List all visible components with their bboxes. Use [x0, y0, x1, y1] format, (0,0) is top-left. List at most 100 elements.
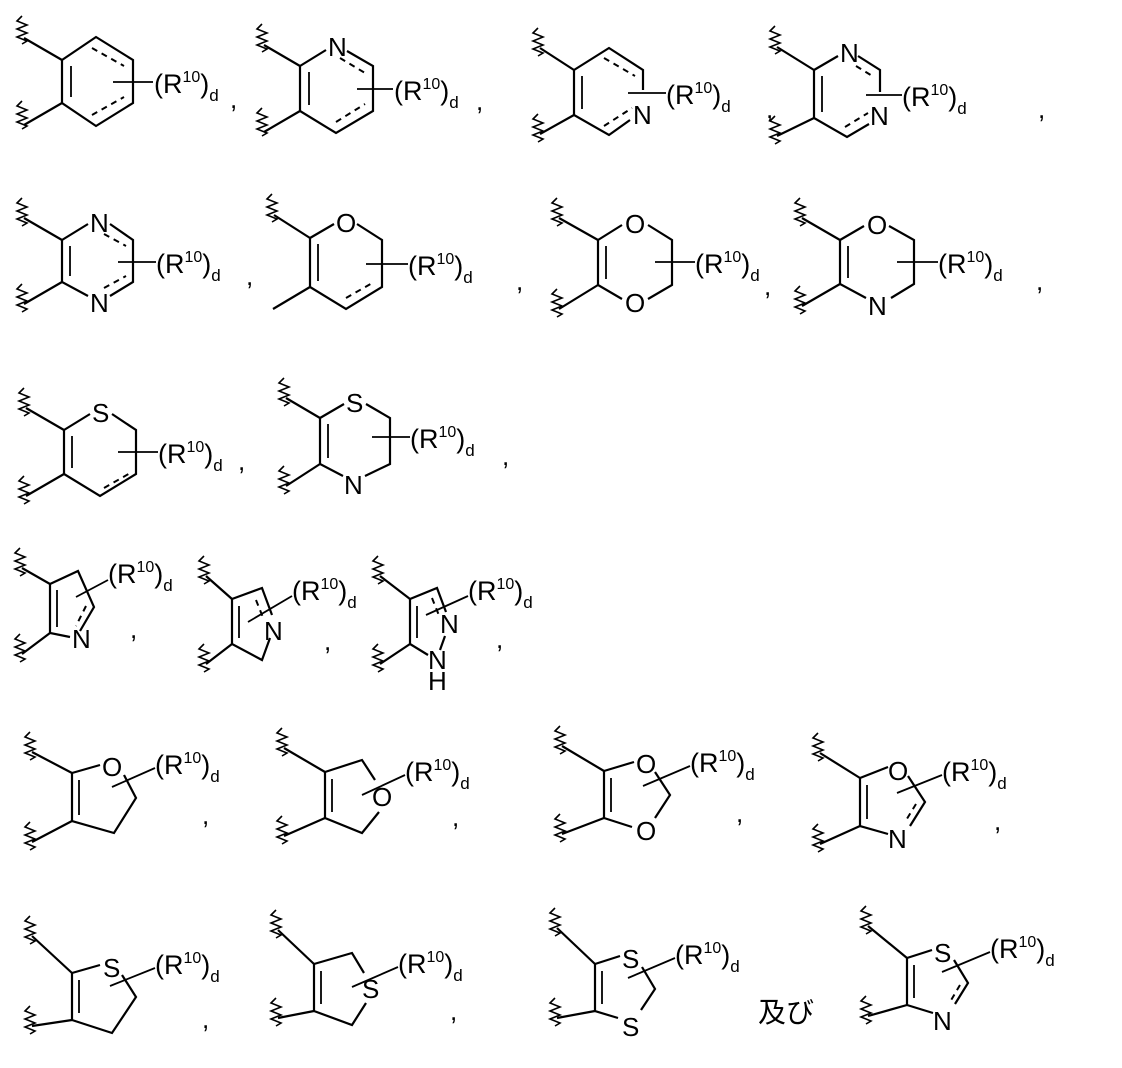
wavy-attachment-icon [24, 1005, 36, 1035]
wavy-attachment-icon [812, 823, 824, 853]
separator: , [516, 266, 523, 296]
structure-dihydrofuran-fused-o-beta: O (R10)d , [276, 727, 470, 845]
substituent-label: (R10)d [158, 439, 223, 475]
substituent-label: (R10)d [410, 424, 475, 460]
atom-N: N [90, 208, 109, 238]
structure-dihydrothiophene-fused-s-beta: S (R10)d , [270, 909, 463, 1027]
separator: , [1038, 94, 1045, 124]
atom-N: N [868, 291, 887, 321]
wavy-attachment-icon [794, 285, 806, 315]
wavy-attachment-icon [769, 115, 781, 145]
wavy-attachment-icon [24, 915, 36, 945]
wavy-attachment-icon [278, 465, 290, 495]
structure-pyridine-fused-2-3: N (R10)d , [256, 23, 483, 137]
separator: , [736, 798, 743, 828]
wavy-attachment-icon [16, 283, 28, 313]
atom-N: N [428, 645, 447, 675]
wavy-attachment-icon [554, 725, 566, 755]
substituent-label: (R10)d [405, 757, 470, 793]
atom-S: S [103, 953, 120, 983]
substituent-label: (R10)d [155, 950, 220, 986]
atom-N: N [344, 470, 363, 500]
wavy-attachment-icon [24, 821, 36, 851]
wavy-attachment-icon [24, 731, 36, 761]
substituent-label: (R10)d [690, 748, 755, 784]
atom-S: S [622, 944, 639, 974]
atom-N: N [440, 609, 459, 639]
wavy-attachment-icon [372, 643, 384, 673]
structure-thiazole-fused: S N (R10)d [860, 905, 1055, 1036]
wavy-attachment-icon [14, 547, 26, 577]
atom-S: S [934, 938, 951, 968]
wavy-attachment-icon [532, 113, 544, 143]
wavy-attachment-icon [270, 909, 282, 939]
separator: , [994, 806, 1001, 836]
structure-dioxine-fused: O O (R10)d , [551, 197, 771, 318]
structure-pyrimidine-fused: N N (R10)d , [769, 25, 1045, 145]
atom-O: O [336, 208, 356, 238]
structure-benzene-fused: (R10)d , [16, 15, 237, 130]
wavy-attachment-icon [16, 197, 28, 227]
wavy-attachment-icon [551, 288, 563, 318]
separator: , [324, 626, 331, 656]
atom-N: N [870, 101, 889, 131]
wavy-attachment-icon [372, 555, 384, 585]
separator: , [238, 446, 245, 476]
atom-O: O [102, 752, 122, 782]
substituent-label: (R10)d [938, 249, 1003, 285]
atom-O: O [888, 756, 908, 786]
wavy-attachment-icon [276, 815, 288, 845]
wavy-attachment-icon [532, 27, 544, 57]
substituent-label: (R10)d [398, 949, 463, 985]
structure-pyrazine-fused: N N (R10)d , [16, 197, 253, 318]
substituent-label: (R10)d [292, 576, 357, 612]
substituent-label: (R10)d [902, 82, 967, 118]
substituent-label: (R10)d [666, 80, 731, 116]
structure-thiazine-fused: S N (R10)d , [278, 377, 509, 500]
substituent-label: (R10)d [154, 69, 219, 105]
wavy-attachment-icon [14, 633, 26, 663]
separator: , [1036, 266, 1043, 296]
separator: , [764, 271, 771, 301]
atom-N: N [90, 288, 109, 318]
wavy-attachment-icon [18, 387, 30, 417]
structure-dihydrofuran-fused-o-alpha: O (R10)d , [24, 731, 220, 851]
wavy-attachment-icon [256, 23, 268, 53]
wavy-attachment-icon [554, 813, 566, 843]
substituent-label: (R10)d [468, 576, 533, 612]
atom-O: O [867, 210, 887, 240]
separator: , [502, 441, 509, 471]
wavy-attachment-icon [812, 732, 824, 762]
atom-H: H [428, 666, 447, 696]
structure-pyridine-fused-3-4: N (R10)d , [532, 27, 773, 143]
wavy-attachment-icon [266, 193, 278, 223]
separator: , [202, 1004, 209, 1034]
structure-pyran-fused: O (R10)d , [266, 193, 523, 311]
atom-N: N [328, 32, 347, 62]
atom-O: O [372, 782, 392, 812]
wavy-attachment-icon [549, 907, 561, 937]
wavy-attachment-icon [18, 475, 30, 505]
wavy-attachment-icon [549, 997, 561, 1027]
wavy-attachment-icon [198, 555, 210, 585]
atom-O: O [625, 288, 645, 318]
separator: , [452, 802, 459, 832]
substituent-label: (R10)d [156, 249, 221, 285]
structure-dithiole-fused: S S (R10)d [549, 907, 740, 1042]
structure-pyrroline-fused-n-beta: N (R10)d , [198, 555, 357, 673]
substituent-label: (R10)d [155, 750, 220, 786]
atom-N: N [933, 1006, 952, 1036]
structure-dihydrothiophene-fused-s-alpha: S (R10)d , [24, 915, 220, 1035]
wavy-attachment-icon [860, 905, 872, 935]
atom-S: S [622, 1012, 639, 1042]
wavy-attachment-icon [769, 25, 781, 55]
wavy-attachment-icon [551, 197, 563, 227]
substituent-label: (R10)d [942, 757, 1007, 793]
separator: , [202, 800, 209, 830]
structure-dioxole-fused: O O (R10)d , [554, 725, 755, 846]
conjunction-and: 及び [758, 996, 814, 1029]
structure-oxazole-fused: O N (R10)d , [812, 732, 1007, 854]
separator: , [766, 94, 773, 124]
wavy-attachment-icon [270, 997, 282, 1027]
